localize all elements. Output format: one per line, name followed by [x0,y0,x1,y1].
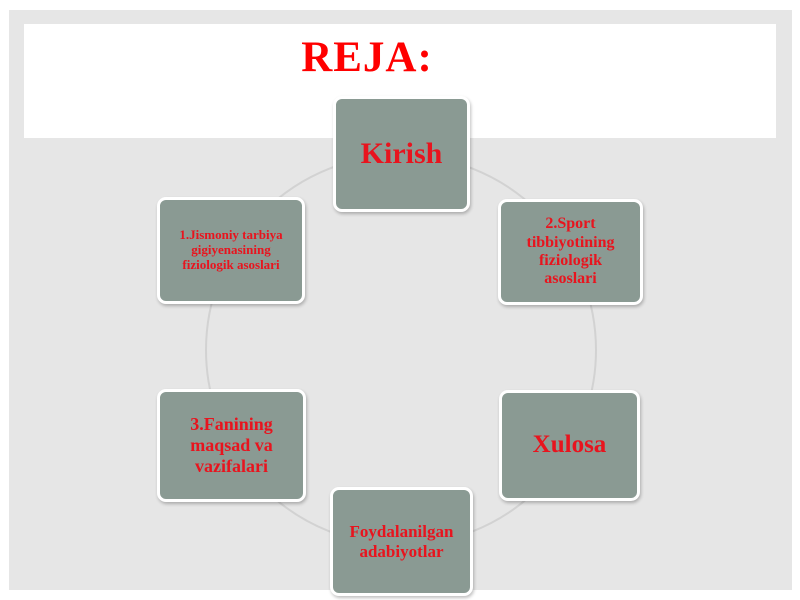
node-xulosa-label: Xulosa [532,431,607,459]
node-fan-maqsad: 3.Fanining maqsad va vazifalari [157,389,306,502]
node-xulosa: Xulosa [499,390,640,501]
node-sport-tibbiyoti-label: 2.Sport tibbiyotining fiziologik asoslar… [526,215,615,288]
slide-title: REJA: [301,34,433,81]
node-kirish: Kirish [333,96,470,212]
node-sport-tibbiyoti: 2.Sport tibbiyotining fiziologik asoslar… [498,199,643,305]
node-kirish-label: Kirish [360,136,443,170]
node-jismoniy-tarbiya-label: 1.Jismoniy tarbiya gigiyenasining fiziol… [179,227,283,272]
node-foydalanilgan-adabiyotlar-label: Foydalanilgan adabiyotlar [349,521,454,561]
node-jismoniy-tarbiya: 1.Jismoniy tarbiya gigiyenasining fiziol… [157,197,305,304]
node-foydalanilgan-adabiyotlar: Foydalanilgan adabiyotlar [330,487,473,596]
node-fan-maqsad-label: 3.Fanining maqsad va vazifalari [190,414,273,476]
